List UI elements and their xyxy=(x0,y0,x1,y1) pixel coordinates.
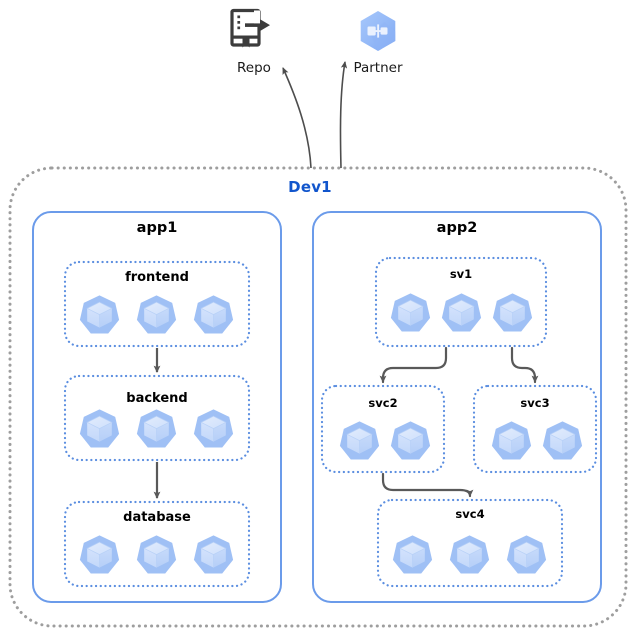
service-label-svc2: svc2 xyxy=(368,396,398,410)
pod-group-backend xyxy=(79,409,234,448)
environment-boundary-dev1 xyxy=(8,166,628,628)
connector-sv1-to-svc3 xyxy=(510,346,539,384)
pod-group-svc4 xyxy=(392,535,547,574)
partner-interconnect-icon[interactable] xyxy=(360,11,396,51)
external-node-label-repo: Repo xyxy=(237,60,271,76)
environment-label-dev1: Dev1 xyxy=(288,178,332,196)
connector-svc2-to-svc4 xyxy=(381,472,474,498)
pod-group-database xyxy=(79,535,234,574)
service-label-frontend: frontend xyxy=(125,270,189,285)
connector-dev1-to-repo xyxy=(282,67,312,169)
service-label-svc4: svc4 xyxy=(455,507,485,521)
pod-group-sv1 xyxy=(390,293,533,332)
pod-group-frontend xyxy=(79,295,234,334)
connector-dev1-to-partner xyxy=(339,61,348,169)
app-label-app1: app1 xyxy=(136,220,178,236)
service-label-sv1: sv1 xyxy=(449,267,473,281)
connector-sv1-to-svc2 xyxy=(379,346,448,384)
external-node-label-partner: Partner xyxy=(353,60,403,76)
service-label-database: database xyxy=(123,510,191,525)
service-label-svc3: svc3 xyxy=(520,396,550,410)
service-label-backend: backend xyxy=(126,391,188,406)
app-label-app2: app2 xyxy=(436,220,478,236)
repo-icon[interactable] xyxy=(230,7,272,50)
